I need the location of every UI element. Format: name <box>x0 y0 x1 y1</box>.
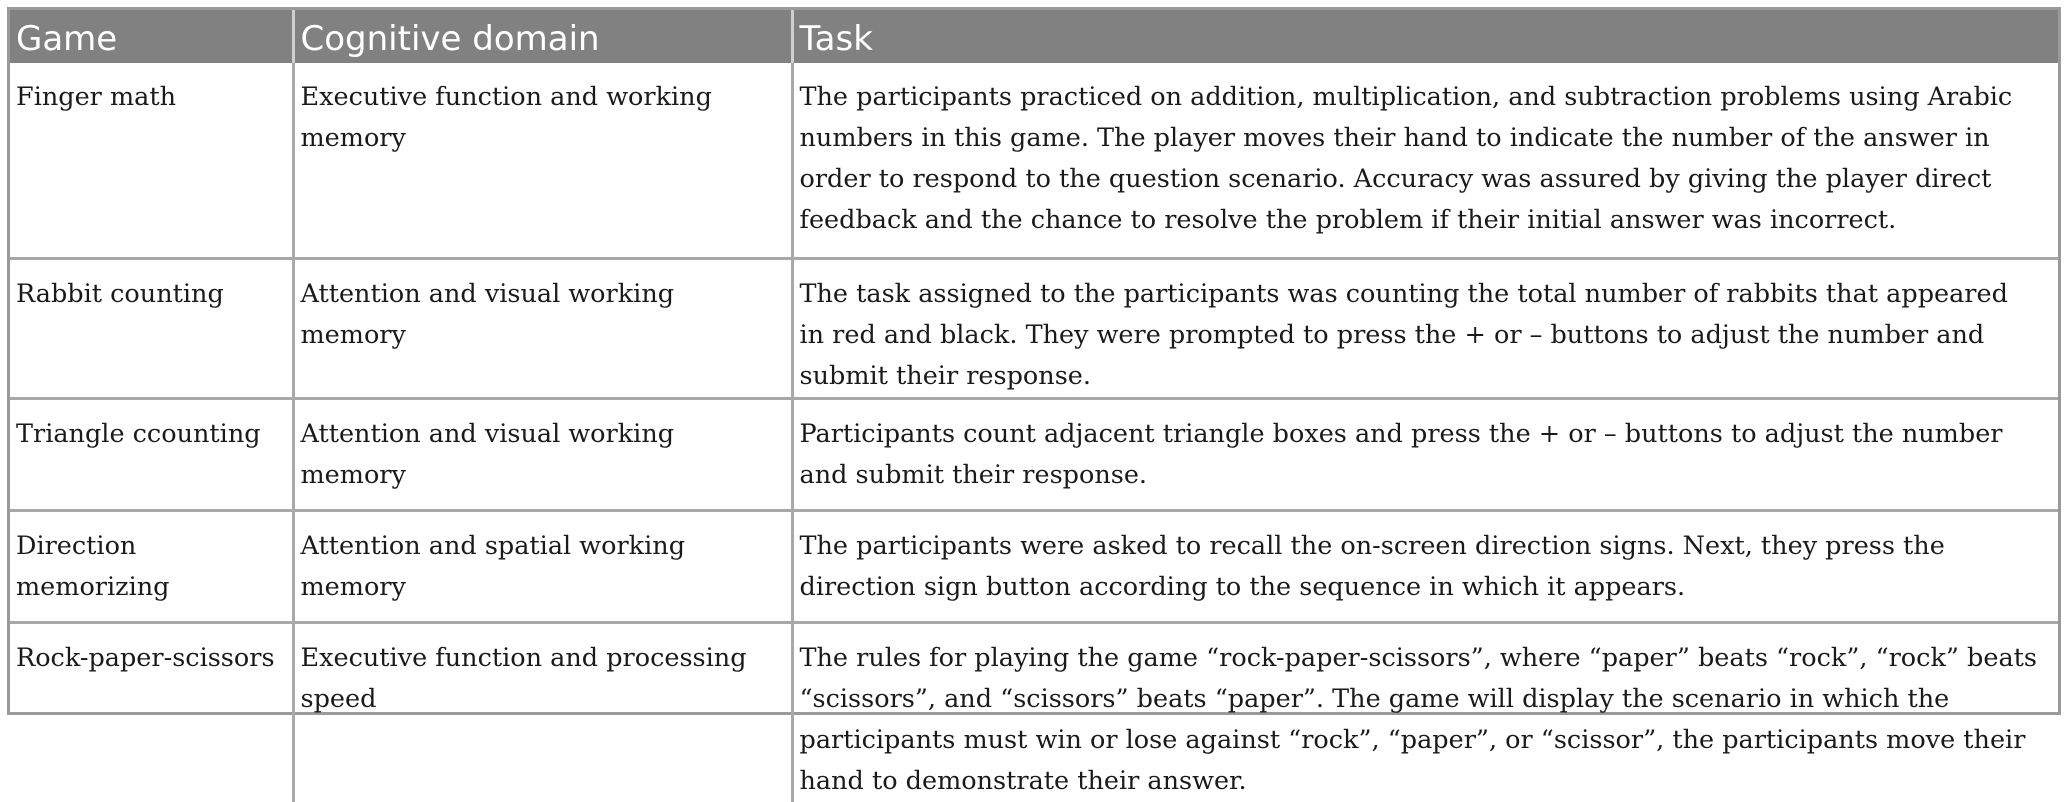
table-row: Triangle ccounting Attention and visual … <box>10 396 2058 510</box>
cell-domain: Attention and spatial working memory <box>291 508 792 622</box>
header-cognitive-domain: Cognitive domain <box>291 10 792 63</box>
table-body: Finger math Executive function and worki… <box>10 63 2058 802</box>
header-row: Game Cognitive domain Task <box>10 10 2058 63</box>
cell-domain: Attention and visual working memory <box>291 256 792 398</box>
table-row: Finger math Executive function and worki… <box>10 63 2058 258</box>
table-row: Rock-paper-scissors Executive function a… <box>10 620 2058 802</box>
games-table-container: Game Cognitive domain Task Finger math E… <box>7 7 2061 802</box>
cell-domain: Executive function and working memory <box>291 63 792 258</box>
games-table: Game Cognitive domain Task Finger math E… <box>10 10 2058 802</box>
cell-task: The participants practiced on addition, … <box>790 63 2058 258</box>
cell-game: Rabbit counting <box>10 256 293 398</box>
cell-game: Finger math <box>16 82 177 112</box>
table-header: Game Cognitive domain Task <box>10 10 2058 63</box>
cell-task: Participants count adjacent triangle box… <box>790 396 2058 510</box>
cell-task: The participants were asked to recall th… <box>790 508 2058 622</box>
cell-domain: Executive function and processing speed <box>291 620 792 802</box>
cell-game: Direction memorizing <box>10 508 293 622</box>
cell-game: Rock-paper-scissors <box>10 620 293 802</box>
header-game: Game <box>10 10 293 63</box>
table-row: Rabbit counting Attention and visual wor… <box>10 256 2058 398</box>
header-task: Task <box>790 10 2058 63</box>
cell-domain: Attention and visual working memory <box>291 396 792 510</box>
cell-task: The task assigned to the participants wa… <box>790 256 2058 398</box>
cell-task: The rules for playing the game “rock-pap… <box>790 620 2058 802</box>
table-row: Direction memorizing Attention and spati… <box>10 508 2058 622</box>
cell-game: Triangle ccounting <box>10 396 293 510</box>
